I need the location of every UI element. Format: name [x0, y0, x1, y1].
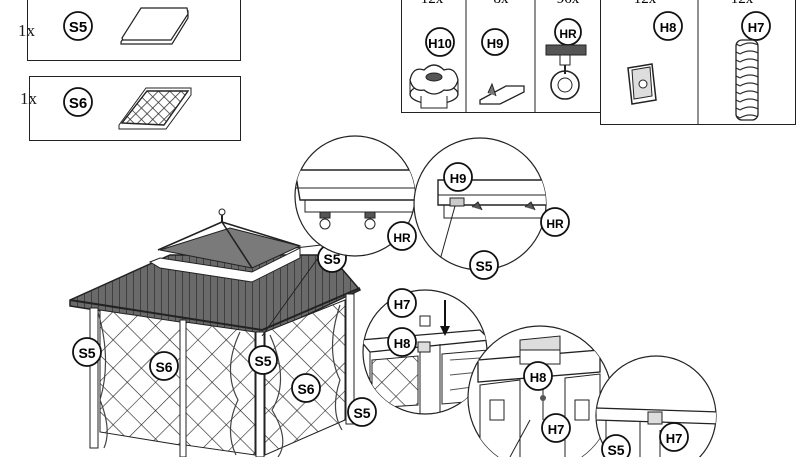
detail-circle-corner-bracket	[362, 289, 488, 415]
svg-text:HR: HR	[559, 27, 577, 41]
quantity-s5: 1x	[18, 21, 35, 40]
svg-text:S5: S5	[323, 251, 340, 267]
label-s5-gazebo-right: S5	[347, 397, 377, 427]
svg-text:S5: S5	[353, 405, 370, 421]
h7-spring-drawing	[735, 39, 759, 121]
label-h9-detail-2: H9	[443, 162, 473, 192]
svg-text:S6: S6	[297, 381, 314, 397]
h9-clip-drawing	[479, 82, 525, 105]
hr-hook-drawing	[545, 44, 587, 100]
s5-cushion-drawing	[120, 7, 189, 45]
label-h7-detail-4: H7	[541, 413, 571, 443]
svg-text:H9: H9	[450, 171, 467, 186]
quantity-h7: 12x	[731, 0, 754, 7]
label-hr-hardware: HR	[554, 18, 582, 46]
svg-text:S6: S6	[69, 95, 87, 112]
quantity-h8: 12x	[634, 0, 657, 7]
label-s6-top: S6	[63, 87, 93, 117]
s6-mesh-panel-drawing	[118, 87, 192, 130]
svg-text:S5: S5	[475, 258, 492, 274]
svg-text:S5: S5	[607, 442, 624, 457]
svg-text:H8: H8	[530, 370, 547, 385]
detail-circle-installed-bracket	[467, 325, 613, 457]
h10-knob-drawing	[409, 64, 459, 109]
svg-text:H9: H9	[487, 36, 504, 51]
quantity-hr: 96x	[557, 0, 580, 7]
svg-text:H7: H7	[748, 20, 765, 35]
label-hr-detail-2: HR	[540, 207, 570, 237]
svg-text:H7: H7	[394, 297, 411, 312]
svg-text:H7: H7	[548, 422, 565, 437]
quantity-h9: 8x	[494, 0, 510, 7]
label-h9-hardware: H9	[481, 28, 509, 56]
detail-circle-rail-clip	[413, 137, 547, 271]
label-s6-gazebo-right: S6	[291, 373, 321, 403]
svg-text:H8: H8	[660, 20, 677, 35]
label-hr-detail-1: HR	[387, 221, 417, 251]
label-s5-detail-2: S5	[469, 250, 499, 280]
label-s5-gazebo-left: S5	[72, 337, 102, 367]
svg-text:S5: S5	[78, 345, 95, 361]
svg-text:H8: H8	[394, 336, 411, 351]
label-s5-top: S5	[63, 11, 93, 41]
label-h10-hardware: H10	[425, 27, 455, 57]
svg-text:S5: S5	[254, 353, 271, 369]
label-h8-detail-3: H8	[387, 327, 417, 357]
svg-text:H7: H7	[666, 431, 683, 446]
label-s5-gazebo-center: S5	[248, 345, 278, 375]
svg-text:H10: H10	[428, 36, 452, 51]
label-h8-hardware: H8	[653, 11, 683, 41]
label-h8-detail-4: H8	[523, 361, 553, 391]
quantity-s6: 1x	[20, 89, 37, 108]
svg-text:HR: HR	[393, 231, 411, 245]
label-h7-hardware: H7	[741, 11, 771, 41]
label-s5-detail-5: S5	[601, 434, 631, 457]
quantity-h10: 12x	[421, 0, 444, 7]
svg-text:HR: HR	[546, 217, 564, 231]
label-s6-gazebo-left: S6	[149, 351, 179, 381]
label-h7-detail-5: H7	[659, 422, 689, 452]
svg-text:S5: S5	[69, 19, 87, 36]
label-h7-detail-3: H7	[387, 288, 417, 318]
svg-text:S6: S6	[155, 359, 172, 375]
h8-bracket-drawing	[627, 63, 657, 105]
gazebo-drawing	[69, 208, 362, 457]
